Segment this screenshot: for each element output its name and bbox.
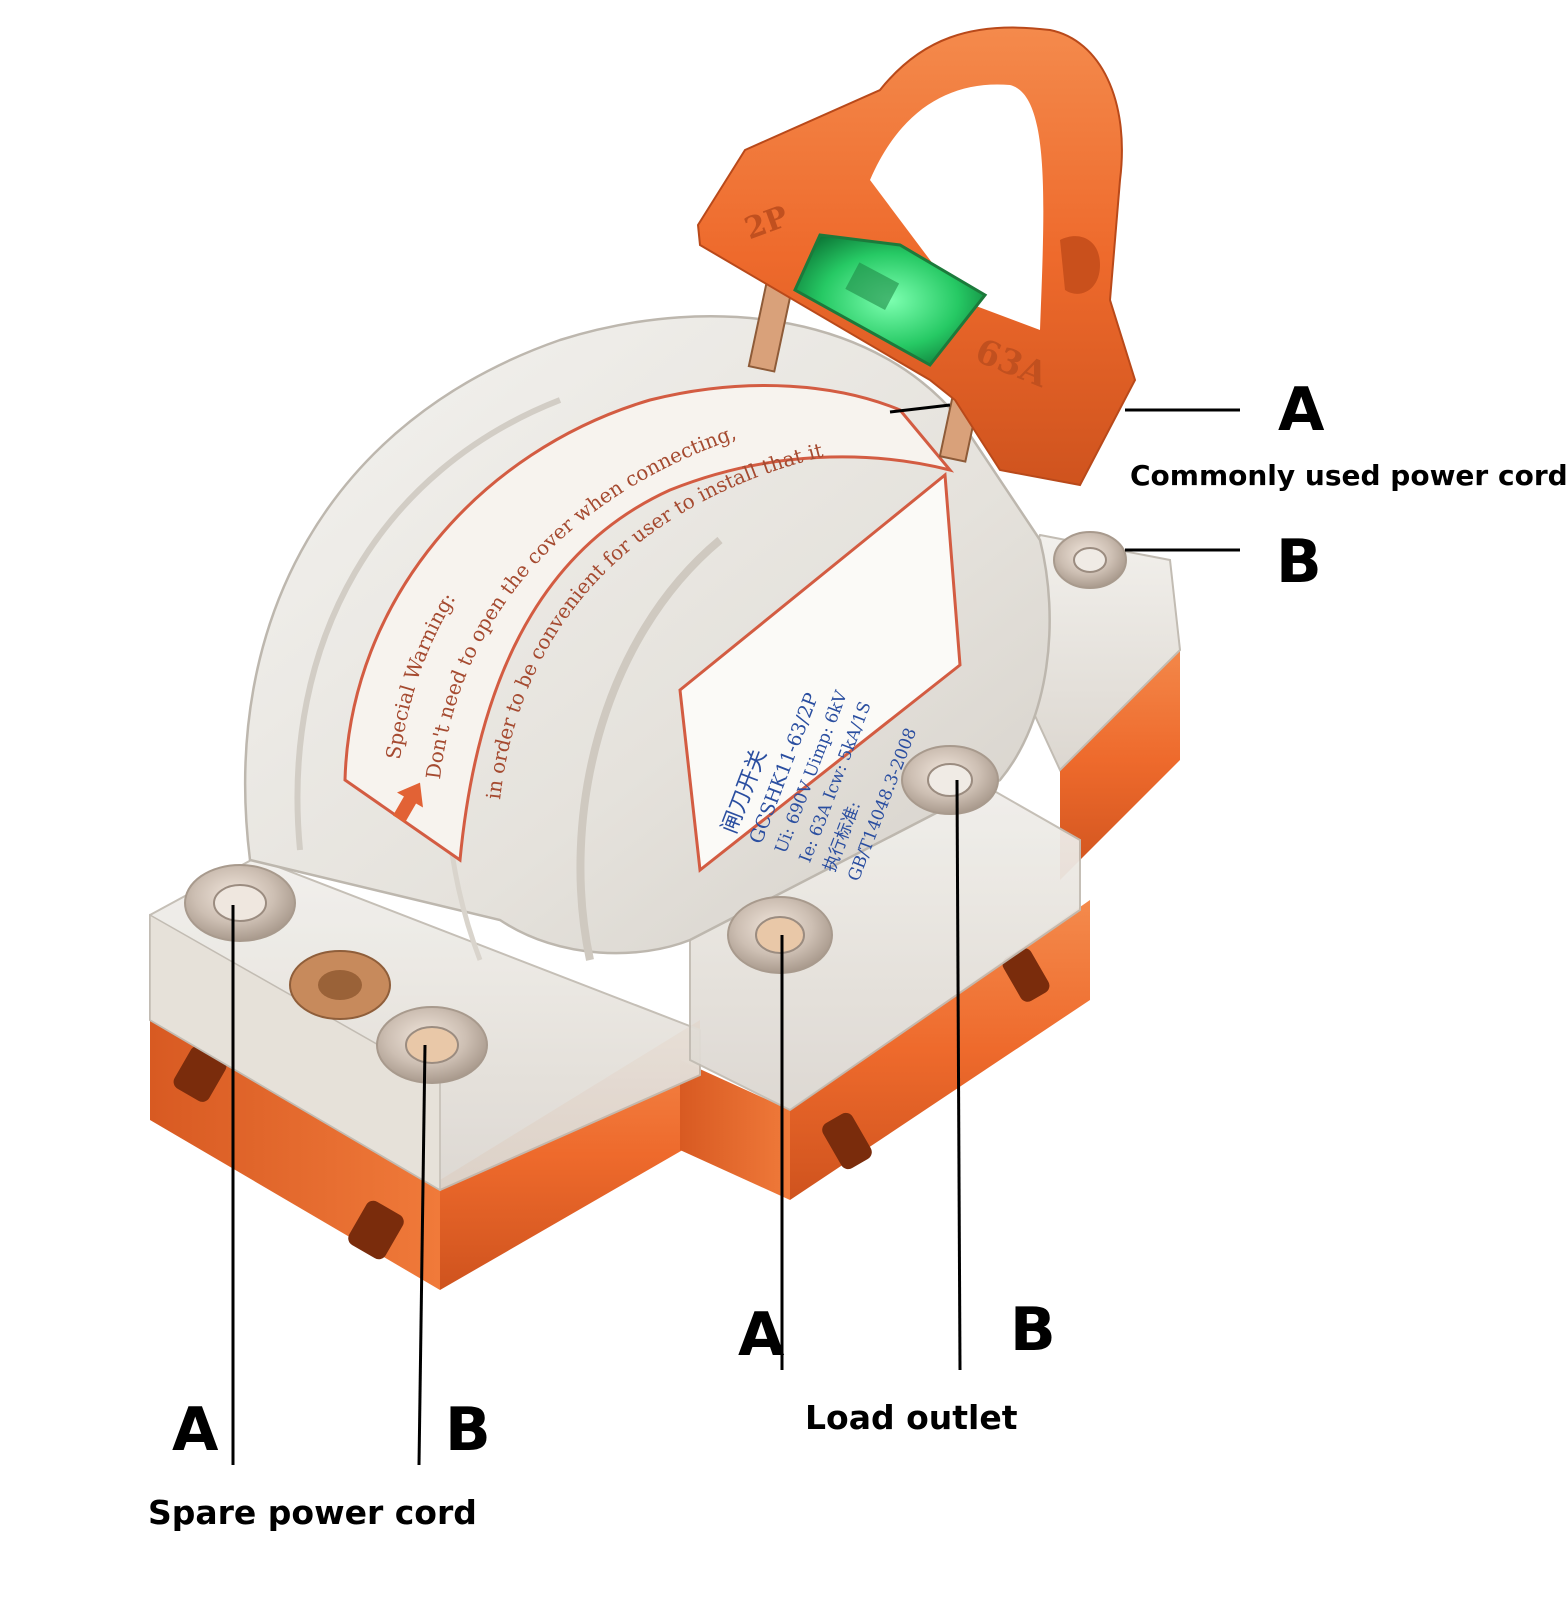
screw-top-b [1053, 531, 1127, 589]
wire-slot-left-1 [173, 1046, 227, 1102]
screw-load-b [901, 745, 999, 815]
callout-top-a-caption: Commonly used power cord [1130, 459, 1568, 492]
down-arrow-icon [392, 782, 423, 823]
callout-spare-b-letter: B [445, 1395, 491, 1465]
screw-load-a [727, 896, 833, 974]
terminal-screws [184, 531, 1127, 1084]
callout-load-caption: Load outlet [805, 1398, 1018, 1437]
wire-slot-left-2 [348, 1200, 404, 1260]
callout-spare-a-letter: A [172, 1395, 219, 1465]
leader-spare-b [417, 1044, 427, 1466]
callout-spare-caption: Spare power cord [148, 1493, 477, 1532]
callout-top-b-letter: B [1276, 527, 1322, 597]
callout-load-b-letter: B [1010, 1295, 1056, 1365]
callout-load-a-letter: A [738, 1300, 785, 1370]
screw-middle [289, 950, 391, 1020]
wire-slot-right [1002, 948, 1050, 1002]
green-indicator-window-icon [793, 233, 988, 367]
callout-lines [231, 403, 1240, 1466]
orange-base-housing [150, 640, 1180, 1290]
screw-spare-a [184, 864, 296, 942]
wire-slot-mid [822, 1112, 872, 1170]
callout-top-a-letter: A [1278, 375, 1325, 445]
leader-top-a-inner [889, 403, 951, 414]
orange-handle: 2P 63A [696, 26, 1137, 487]
screw-spare-b [376, 1006, 488, 1084]
leader-load-b [955, 779, 962, 1371]
